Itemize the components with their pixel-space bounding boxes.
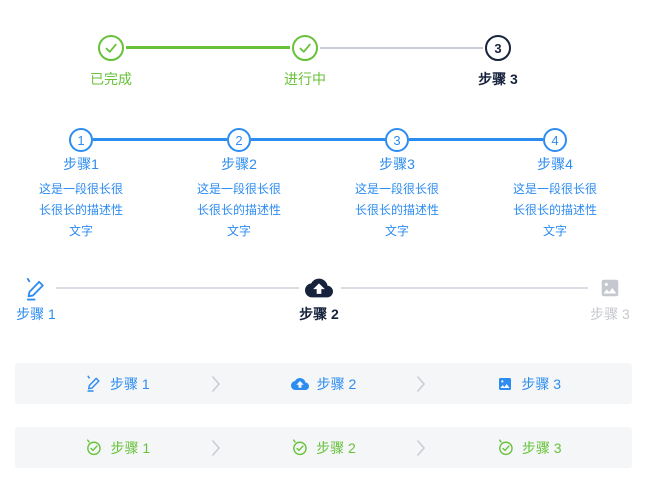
bar-steps-green: 步骤 1 步骤 2 步骤 3 — [15, 427, 632, 468]
check-circle-icon — [293, 439, 307, 456]
step-circle-done-1 — [98, 35, 124, 61]
cloud-upload-icon — [290, 377, 309, 390]
chevron-right-icon — [211, 375, 221, 393]
step-title: 步骤4 — [537, 156, 573, 172]
bar-step-label: 步骤 3 — [521, 439, 562, 456]
step-number: 1 — [77, 132, 85, 148]
check-circle-icon — [498, 439, 513, 456]
step-number: 2 — [235, 132, 243, 148]
bar-step-2[interactable]: 步骤 2 — [221, 427, 427, 468]
check-circle-icon — [87, 439, 102, 456]
connector-line — [93, 138, 227, 141]
chevron-right-icon — [416, 439, 426, 457]
cloud-upload-icon — [305, 278, 333, 298]
bar-step-label: 步骤 2 — [316, 439, 356, 456]
bar-step-1[interactable]: 步骤 1 — [15, 427, 221, 468]
step-number: 3 — [494, 40, 502, 56]
connector-line — [409, 138, 543, 141]
step-description: 这是一段很长很 长很长的描述性 文字 — [354, 182, 439, 238]
step-title-process: 步骤 2 — [299, 306, 339, 322]
bar-step-2[interactable]: 步骤 2 — [221, 363, 427, 404]
step-description: 这是一段很长很 长很长的描述性 文字 — [38, 182, 123, 238]
bar-step-label: 步骤 1 — [110, 439, 151, 456]
chevron-right-icon — [416, 375, 426, 393]
step-title-wait: 步骤 3 — [590, 306, 630, 322]
check-icon — [299, 43, 311, 53]
step-title-process: 进行中 — [284, 71, 326, 87]
bar-step-label: 步骤 3 — [521, 375, 562, 392]
step-title-finished: 已完成 — [90, 71, 132, 87]
step-circle-number-3: 3 — [485, 35, 511, 61]
edit-icon — [87, 375, 100, 392]
check-icon — [105, 43, 117, 53]
bar-step-3[interactable]: 步骤 3 — [426, 427, 632, 468]
step-number: 3 — [393, 132, 401, 148]
step-title: 步骤3 — [379, 156, 415, 172]
step-title-finished: 步骤 1 — [16, 306, 56, 322]
bar-step-label: 步骤 1 — [109, 375, 150, 392]
step-title: 步骤1 — [63, 156, 99, 172]
connector-line-wait — [320, 47, 483, 49]
image-icon — [499, 377, 512, 390]
step-description: 这是一段很长很 长很长的描述性 文字 — [512, 182, 597, 238]
step-title: 步骤2 — [221, 156, 257, 172]
step-circle-4: 4 — [543, 128, 567, 152]
bar-step-3[interactable]: 步骤 3 — [426, 363, 632, 404]
step-circle-1: 1 — [69, 128, 93, 152]
step-circle-done-2 — [292, 35, 318, 61]
connector-line — [341, 287, 588, 289]
connector-line — [56, 287, 299, 289]
step-description: 这是一段很长很 长很长的描述性 文字 — [196, 182, 281, 238]
bar-steps-blue: 步骤 1 步骤 2 步骤 3 — [15, 363, 632, 404]
connector-line-finished — [126, 46, 290, 49]
step-title-wait: 步骤 3 — [478, 71, 518, 87]
connector-line — [251, 138, 385, 141]
chevron-right-icon — [211, 439, 221, 457]
step-circle-3: 3 — [385, 128, 409, 152]
step-circle-2: 2 — [227, 128, 251, 152]
bar-step-label: 步骤 2 — [316, 375, 357, 392]
image-icon — [601, 279, 619, 297]
step-number: 4 — [551, 132, 559, 148]
edit-icon — [26, 277, 44, 301]
bar-step-1[interactable]: 步骤 1 — [15, 363, 221, 404]
